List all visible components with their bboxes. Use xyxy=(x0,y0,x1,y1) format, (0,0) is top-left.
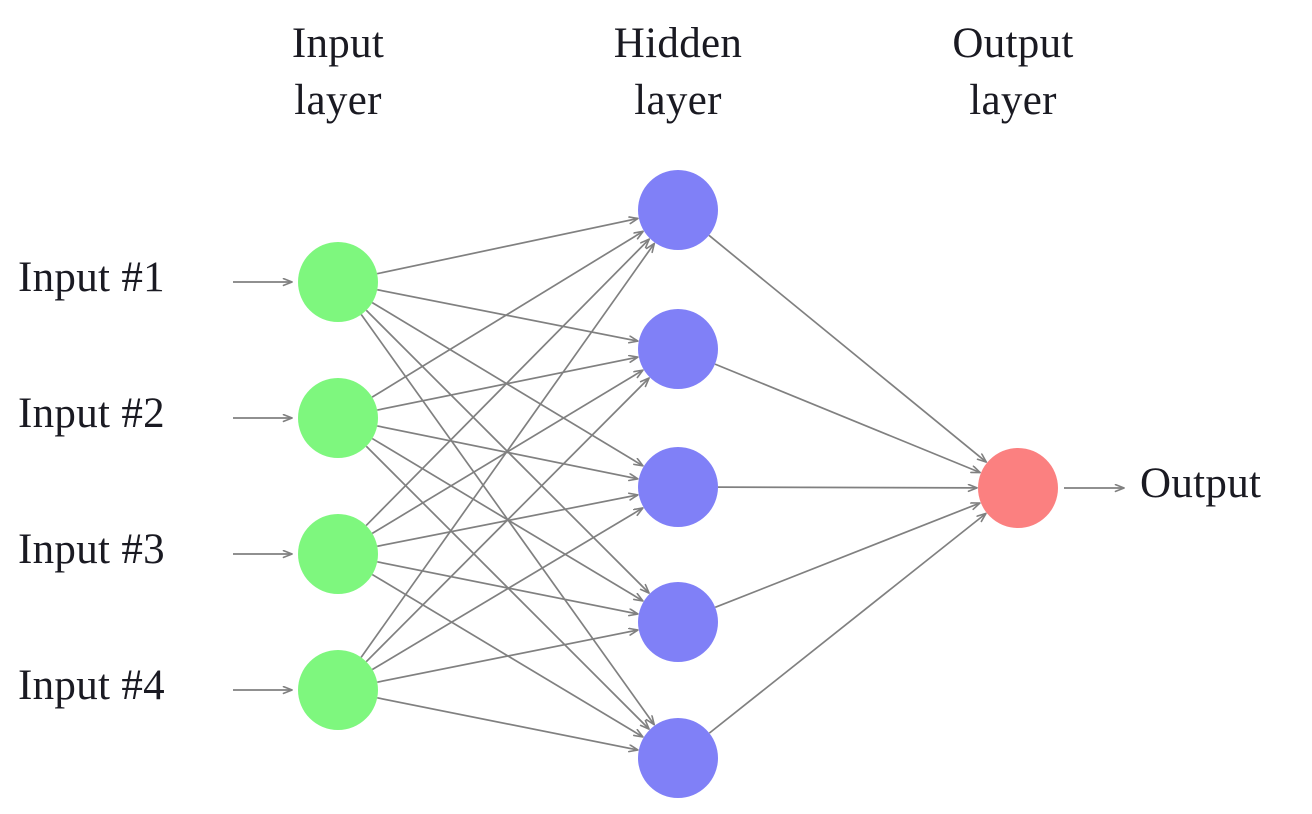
hidden-node-1[interactable] xyxy=(638,170,718,250)
edge-input3-hidden1 xyxy=(365,239,649,527)
output-layer-title-line2: layer xyxy=(969,76,1057,124)
edge-input2-hidden1 xyxy=(371,231,643,398)
edge-input4-hidden3 xyxy=(371,508,642,671)
edge-hidden2-output xyxy=(714,363,980,472)
hidden-layer-title-line2: layer xyxy=(634,76,722,124)
edge-input4-hidden5 xyxy=(377,697,638,750)
input-layer-title: Input layer xyxy=(178,16,498,130)
output-node-1[interactable] xyxy=(978,448,1058,528)
input-label-3: Input #3 xyxy=(18,526,165,573)
edge-input4-hidden1 xyxy=(360,243,654,658)
edge-hidden4-output xyxy=(714,503,980,609)
edge-hidden1-output xyxy=(708,234,986,462)
edge-input1-hidden2 xyxy=(377,288,638,341)
hidden-layer-title-line1: Hidden xyxy=(613,20,743,67)
nodes-group xyxy=(298,170,1058,798)
input-layer-title-line2: layer xyxy=(294,76,382,124)
input-label-2: Input #2 xyxy=(18,390,165,437)
output-label: Output xyxy=(1140,460,1262,507)
edge-input4-hidden2 xyxy=(365,378,649,663)
hidden-node-3[interactable] xyxy=(638,447,718,527)
edge-input4-hidden4 xyxy=(377,630,638,683)
input-label-1: Input #1 xyxy=(18,254,165,301)
input-node-4[interactable] xyxy=(298,650,378,730)
hidden-layer-title: Hidden layer xyxy=(518,16,838,130)
input-node-1[interactable] xyxy=(298,242,378,322)
edges-group xyxy=(360,218,986,750)
hidden-node-2[interactable] xyxy=(638,309,718,389)
output-layer-title: Output layer xyxy=(853,16,1173,130)
output-layer-title-line1: Output xyxy=(952,20,1074,67)
input-node-2[interactable] xyxy=(298,378,378,458)
input-node-3[interactable] xyxy=(298,514,378,594)
input-label-4: Input #4 xyxy=(18,662,165,709)
edge-hidden3-output xyxy=(717,487,977,488)
edge-hidden5-output xyxy=(708,513,986,734)
edge-input1-hidden1 xyxy=(376,218,638,275)
input-layer-title-line1: Input xyxy=(291,20,385,67)
hidden-node-5[interactable] xyxy=(638,718,718,798)
io-arrows-group xyxy=(233,282,1124,690)
hidden-node-4[interactable] xyxy=(638,582,718,662)
